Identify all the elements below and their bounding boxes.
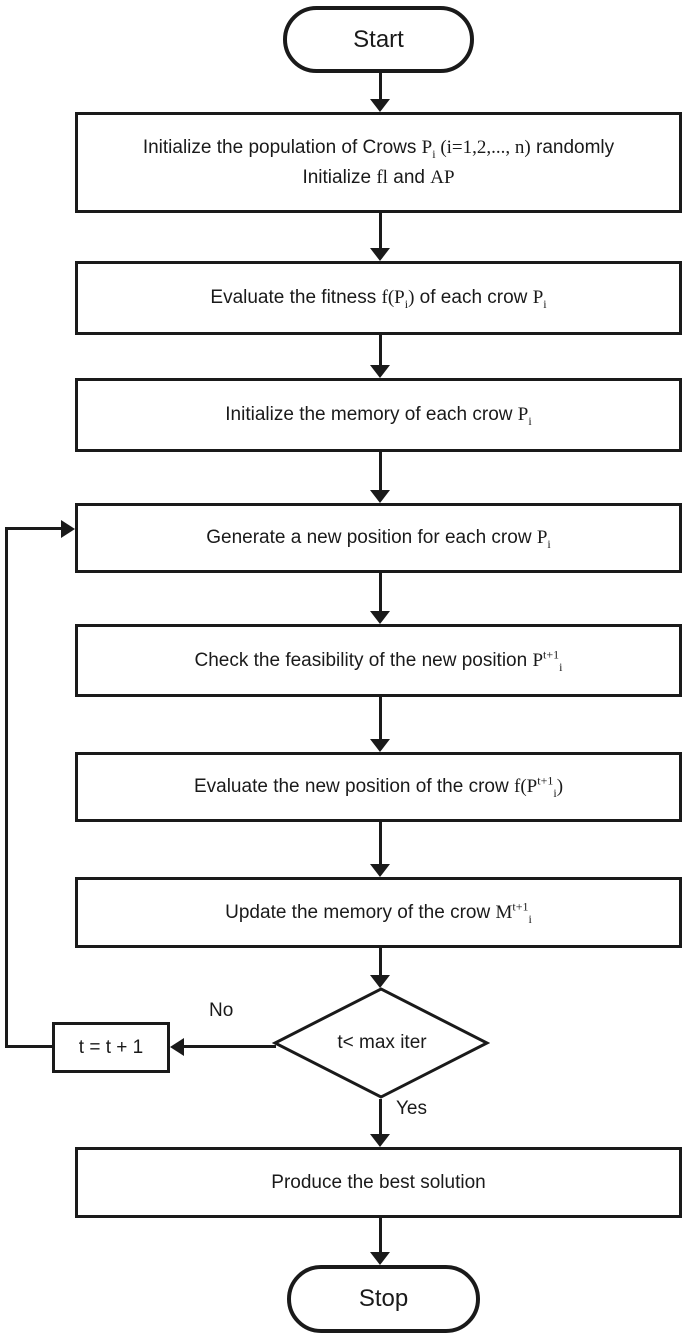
math-subscript: i bbox=[404, 297, 409, 312]
arrowhead-down-icon bbox=[370, 1252, 390, 1265]
node-start-label: Start bbox=[353, 25, 404, 53]
step-produce-best-solution-label: Produce the best solution bbox=[271, 1171, 486, 1193]
step-check-feasibility-text: Check the feasibility of the new positio… bbox=[195, 646, 563, 675]
text-segment: of each crow bbox=[414, 287, 533, 309]
math-token-Mt1i: Mt+1i bbox=[495, 899, 532, 926]
arrowhead-down-icon bbox=[370, 864, 390, 877]
arrowhead-down-icon bbox=[370, 99, 390, 112]
text-segment: Evaluate the fitness bbox=[210, 287, 382, 309]
math-token-fl: fl bbox=[376, 166, 388, 188]
text-segment: randomly bbox=[530, 137, 615, 159]
math-tail: (i=1,2,..., n) bbox=[435, 137, 531, 159]
step-update-memory-text: Update the memory of the crow Mt+1i bbox=[225, 898, 532, 927]
step-evaluate-fitness: Evaluate the fitness f(Pi) of each crow … bbox=[75, 261, 682, 335]
step-increment-counter: t = t + 1 bbox=[52, 1022, 170, 1073]
math-base: P bbox=[421, 137, 433, 159]
step-initialize-population: Initialize the population of Crows Pi (i… bbox=[75, 112, 682, 213]
text-segment: Generate a new position for each crow bbox=[206, 527, 537, 549]
math-superscript: t+1 bbox=[537, 773, 554, 788]
step-evaluate-new-position: Evaluate the new position of the crow f(… bbox=[75, 752, 682, 822]
math-token-AP: AP bbox=[430, 166, 455, 188]
arrowhead-down-icon bbox=[370, 975, 390, 988]
arrowhead-left-icon bbox=[170, 1038, 184, 1056]
edge-update-to-decision-line bbox=[379, 948, 382, 975]
math-token-Pt1i: Pt+1i bbox=[532, 647, 563, 674]
step-check-feasibility: Check the feasibility of the new positio… bbox=[75, 624, 682, 697]
math-close: ) bbox=[556, 776, 564, 798]
math-token-Pi: Pi bbox=[536, 527, 551, 552]
math-superscript: t+1 bbox=[543, 647, 560, 662]
math-token-Pi: Pi (i=1,2,..., n) bbox=[421, 137, 531, 161]
edge-generate-to-check-line bbox=[379, 573, 382, 611]
decision-diamond bbox=[272, 987, 490, 1099]
edge-evaluate-to-memory-line bbox=[379, 335, 382, 365]
math-open: f(P bbox=[514, 776, 538, 798]
math-base: P bbox=[532, 649, 544, 671]
step-generate-position-text: Generate a new position for each crow Pi bbox=[206, 523, 551, 552]
text-segment: Update the memory of the crow bbox=[225, 901, 496, 923]
math-subscript: i bbox=[528, 414, 532, 429]
math-base: P bbox=[536, 527, 548, 549]
text-segment: Initialize the population of Crows bbox=[142, 137, 422, 159]
edge-loop-bottom-line bbox=[5, 1045, 52, 1048]
math-token-Pi: Pi bbox=[532, 287, 547, 312]
step-update-memory: Update the memory of the crow Mt+1i bbox=[75, 877, 682, 948]
step-produce-best-solution: Produce the best solution bbox=[75, 1147, 682, 1218]
math-subscript: i bbox=[547, 537, 551, 552]
arrowhead-down-icon bbox=[370, 1134, 390, 1147]
math-base: P bbox=[517, 404, 529, 426]
math-subscript: i bbox=[559, 659, 563, 674]
step-initialize-memory-text: Initialize the memory of each crow Pi bbox=[225, 400, 531, 429]
edge-yes-line bbox=[379, 1099, 382, 1134]
edge-loop-vertical-line bbox=[5, 527, 8, 1048]
edge-label-yes: Yes bbox=[394, 1098, 429, 1120]
decision-diamond-shape bbox=[272, 987, 490, 1099]
line-2: Initialize fl and AP bbox=[143, 163, 614, 192]
step-generate-position: Generate a new position for each crow Pi bbox=[75, 503, 682, 573]
math-subscript: i bbox=[432, 146, 436, 161]
step-evaluate-fitness-text: Evaluate the fitness f(Pi) of each crow … bbox=[210, 283, 546, 312]
text-segment: Evaluate the new position of the crow bbox=[193, 776, 514, 798]
node-stop-label: Stop bbox=[358, 1285, 409, 1312]
edge-start-to-init-line bbox=[379, 73, 382, 99]
text-segment: Check the feasibility of the new positio… bbox=[194, 649, 533, 671]
text-segment: and bbox=[387, 166, 431, 188]
math-token-fPi: f(Pi) bbox=[381, 287, 415, 312]
line-1: Initialize the population of Crows Pi (i… bbox=[143, 133, 614, 162]
math-token-fPt1i: f(Pt+1i) bbox=[514, 773, 564, 801]
edge-check-to-evalnew-line bbox=[379, 697, 382, 739]
math-base: P bbox=[532, 287, 544, 309]
step-evaluate-new-position-text: Evaluate the new position of the crow f(… bbox=[194, 772, 563, 801]
arrowhead-down-icon bbox=[370, 739, 390, 752]
edge-label-no: No bbox=[207, 1000, 236, 1022]
edge-produce-to-stop-line bbox=[379, 1218, 382, 1252]
math-token-Pi: Pi bbox=[517, 404, 532, 429]
edge-init-to-evaluate-line bbox=[379, 213, 382, 248]
arrowhead-right-icon bbox=[61, 520, 75, 538]
edge-no-line bbox=[184, 1045, 276, 1048]
math-superscript: t+1 bbox=[512, 899, 529, 914]
step-initialize-memory: Initialize the memory of each crow Pi bbox=[75, 378, 682, 452]
math-subscript: i bbox=[553, 786, 557, 801]
decision-label: t< max iter bbox=[337, 1032, 427, 1053]
math-open: f(P bbox=[381, 287, 405, 309]
math-base: M bbox=[495, 901, 513, 923]
math-subscript: i bbox=[543, 297, 547, 312]
arrowhead-down-icon bbox=[370, 490, 390, 503]
arrowhead-down-icon bbox=[370, 365, 390, 378]
step-increment-counter-label: t = t + 1 bbox=[78, 1036, 144, 1058]
math-close: ) bbox=[408, 287, 415, 309]
arrowhead-down-icon bbox=[370, 248, 390, 261]
arrowhead-down-icon bbox=[370, 611, 390, 624]
text-segment: Initialize bbox=[302, 166, 377, 188]
node-stop: Stop bbox=[287, 1265, 480, 1333]
edge-evalnew-to-update-line bbox=[379, 822, 382, 864]
edge-loop-top-line bbox=[5, 527, 61, 530]
step-initialize-population-text: Initialize the population of Crows Pi (i… bbox=[143, 133, 614, 192]
text-segment: Initialize the memory of each crow bbox=[225, 404, 518, 426]
math-subscript: i bbox=[528, 911, 532, 926]
node-start: Start bbox=[283, 6, 474, 73]
edge-memory-to-generate-line bbox=[379, 452, 382, 490]
